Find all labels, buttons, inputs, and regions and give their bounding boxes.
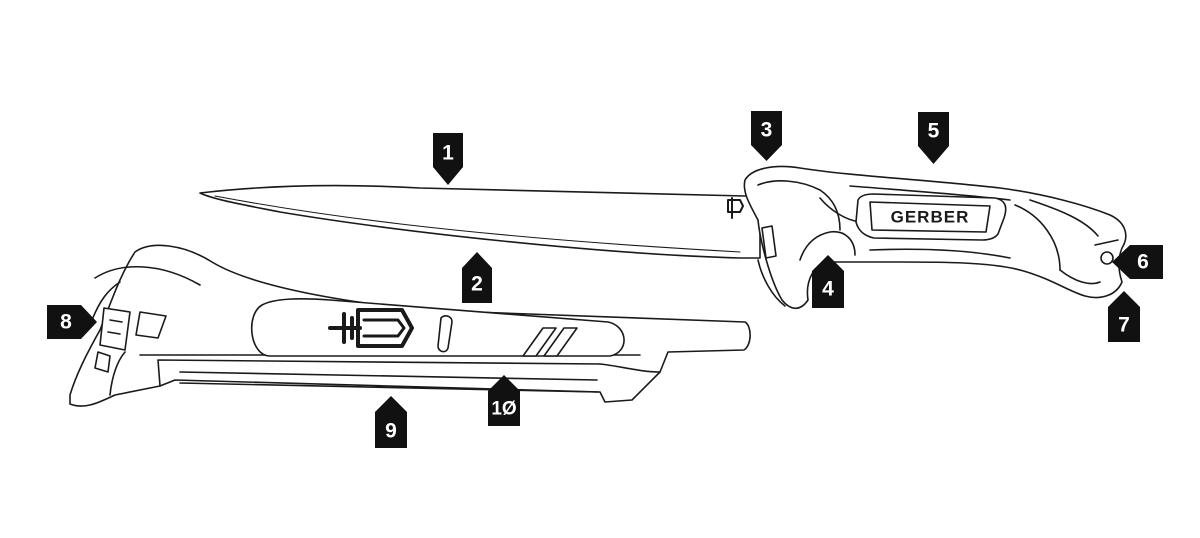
callout-4: 4: [812, 255, 844, 308]
sheath-logo: [328, 308, 414, 348]
callout-6: 6: [1112, 245, 1163, 279]
blade: [199, 184, 761, 259]
callout-1: 1: [433, 133, 463, 185]
callout-label: 1: [442, 142, 454, 165]
callout-label: 7: [1118, 314, 1130, 337]
callout-label: 8: [60, 311, 72, 334]
callout-label: 2: [471, 273, 483, 296]
callout-label: 4: [822, 278, 834, 301]
callout-2: 2: [462, 252, 492, 303]
callout-8: 8: [47, 305, 97, 339]
brand-logo-text: GERBER: [891, 208, 970, 227]
callout-label: 5: [928, 120, 940, 143]
callout-9: 9: [375, 396, 407, 448]
callout-7: 7: [1108, 291, 1140, 342]
callout-label: 3: [761, 119, 773, 142]
handle: GERBER: [743, 165, 1127, 310]
callout-3: 3: [751, 111, 782, 161]
blade-logo: [727, 197, 744, 219]
callout-label: 1Ø: [491, 399, 516, 420]
sheath: [69, 244, 751, 407]
callout-10: 1Ø: [488, 375, 520, 426]
callout-5: 5: [918, 112, 949, 164]
callout-label: 6: [1137, 251, 1149, 274]
callout-label: 9: [385, 420, 397, 443]
